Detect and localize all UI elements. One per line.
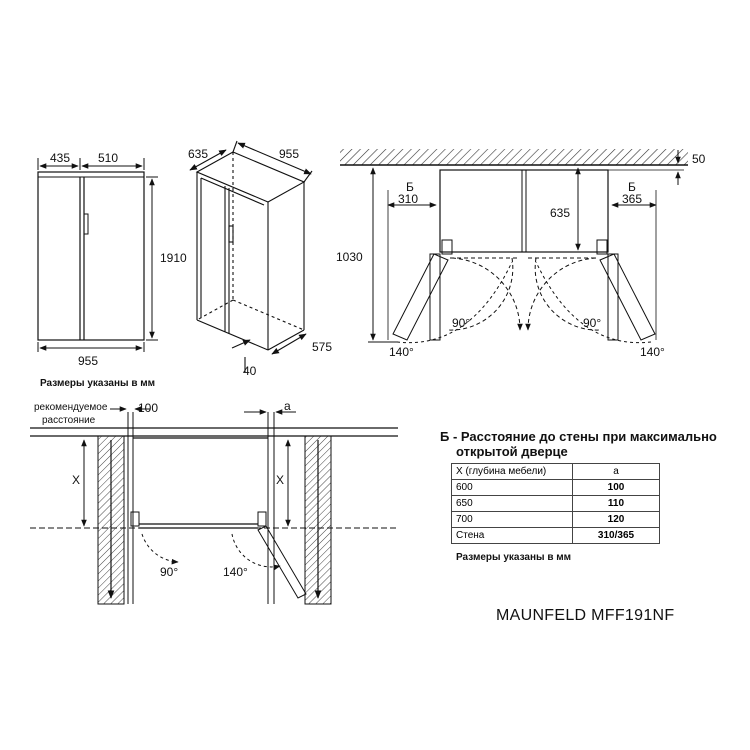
- top-open-depth: 1030: [336, 250, 363, 264]
- top-angle-left-inner: 90°: [452, 316, 471, 330]
- model-name: MAUNFELD MFF191NF: [496, 607, 675, 624]
- table-header-x: X (глубина мебели): [451, 463, 573, 480]
- install-gap: 100: [138, 401, 159, 415]
- install-a: a: [284, 399, 291, 413]
- install-x-left: X: [72, 473, 81, 487]
- install-x-right: X: [276, 473, 285, 487]
- b-title-line1: Б - Расстояние до стены при максимально: [440, 429, 717, 444]
- table-row: 600 100: [451, 479, 660, 496]
- iso-view: [189, 140, 313, 372]
- top-angle-right-inner: 90°: [583, 316, 602, 330]
- iso-width: 955: [279, 147, 300, 161]
- install-angle-90: 90°: [160, 565, 179, 579]
- iso-depth: 635: [188, 147, 209, 161]
- table-header-row: X (глубина мебели) a: [451, 463, 660, 480]
- table-cell: 600: [451, 479, 573, 496]
- install-recommended-1: рекомендуемое: [34, 402, 108, 413]
- cabinet-table: X (глубина мебели) a 600 100 650 110 700…: [451, 463, 660, 544]
- install-recommended-2: расстояние: [42, 415, 96, 426]
- top-left-label: Б: [406, 180, 414, 194]
- table-cell: 650: [451, 495, 573, 512]
- top-right-label: Б: [628, 180, 636, 194]
- top-view: [340, 149, 688, 344]
- note-bottom: Размеры указаны в мм: [456, 552, 572, 563]
- table-cell: Стена: [451, 527, 573, 544]
- table-cell: 100: [572, 479, 660, 496]
- table-cell: 120: [572, 511, 660, 528]
- b-title-line2: открытой дверце: [456, 444, 568, 459]
- iso-side: 575: [312, 340, 333, 354]
- top-left-dim: 310: [398, 192, 419, 206]
- front-width: 955: [78, 354, 99, 368]
- table-row: 650 110: [451, 495, 660, 512]
- note-top: Размеры указаны в мм: [40, 378, 156, 389]
- table-row: 700 120: [451, 511, 660, 528]
- table-cell: 310/365: [572, 527, 660, 544]
- front-dim-left: 435: [50, 151, 71, 165]
- front-height: 1910: [160, 251, 187, 265]
- table-cell: 700: [451, 511, 573, 528]
- iso-bottom: 40: [243, 364, 257, 378]
- install-view: [30, 406, 398, 605]
- top-right-dim: 365: [622, 192, 643, 206]
- table-row: Стена 310/365: [451, 527, 660, 544]
- front-dim-right: 510: [98, 151, 119, 165]
- top-angle-right-outer: 140°: [640, 345, 665, 359]
- table-header-a: a: [572, 463, 660, 480]
- top-depth: 635: [550, 206, 571, 220]
- front-view: [37, 158, 158, 352]
- top-wall-gap: 50: [692, 152, 706, 166]
- top-angle-left-outer: 140°: [389, 345, 414, 359]
- table-cell: 110: [572, 495, 660, 512]
- install-angle-140: 140°: [223, 565, 248, 579]
